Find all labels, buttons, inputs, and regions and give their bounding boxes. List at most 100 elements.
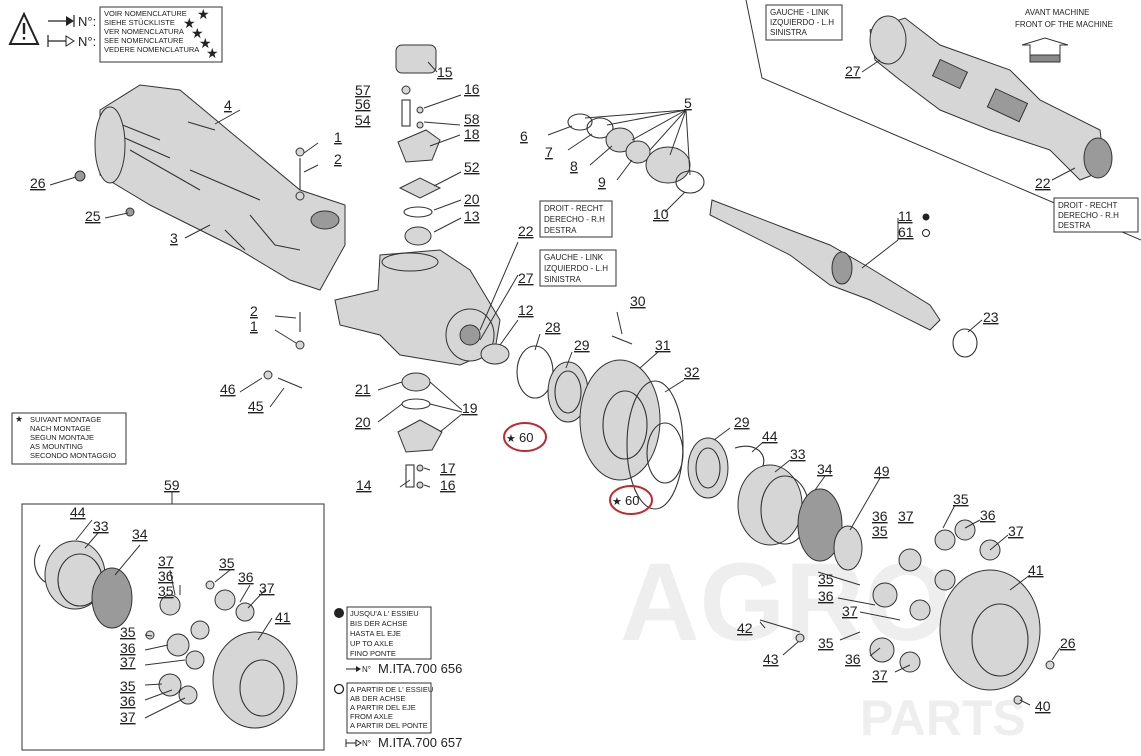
star-icon: ★ bbox=[506, 432, 516, 445]
front-direction-arrow-icon bbox=[1021, 37, 1069, 63]
callout-35: 35 bbox=[120, 624, 136, 640]
hub-bearing-row bbox=[480, 335, 863, 571]
callout-26: 26 bbox=[1060, 635, 1076, 651]
callout-31: 31 bbox=[655, 337, 671, 353]
arrow-right-icon bbox=[346, 666, 361, 672]
callout-22: 22 bbox=[518, 223, 534, 239]
callout-27: 27 bbox=[518, 270, 534, 286]
serial-from-box bbox=[346, 682, 432, 734]
svg-text:★: ★ bbox=[199, 36, 212, 52]
callout-1: 1 bbox=[250, 318, 258, 334]
serial-up-to-box bbox=[346, 606, 432, 660]
inset-left-box bbox=[765, 4, 843, 41]
callout-44: 44 bbox=[762, 428, 778, 444]
callout-42: 42 bbox=[737, 620, 753, 636]
callout-35: 35 bbox=[158, 583, 174, 599]
right-side-line-2: DERECHO - R.H bbox=[544, 215, 605, 224]
callout-46: 46 bbox=[220, 381, 236, 397]
callout-40: 40 bbox=[1035, 698, 1051, 714]
callout-13: 13 bbox=[464, 208, 480, 224]
callout-34: 34 bbox=[817, 461, 833, 477]
serial-up-to-line-1: JUSQU'A L' ESSIEU bbox=[350, 609, 419, 618]
callout-23: 23 bbox=[983, 309, 999, 325]
star-legend-box bbox=[11, 412, 127, 465]
steering-knuckle bbox=[334, 249, 501, 366]
callout-9: 9 bbox=[598, 174, 606, 190]
filled-dot-icon bbox=[922, 213, 930, 221]
star-legend: ★ SUIVANT MONTAGE NACH MONTAGE SEGUN MON… bbox=[11, 412, 127, 465]
callout-35: 35 bbox=[818, 571, 834, 587]
callout-37: 37 bbox=[1008, 523, 1024, 539]
inset-right-line-3: DESTRA bbox=[1058, 221, 1091, 230]
callout-17: 17 bbox=[440, 460, 456, 476]
inset-callout-22: 22 bbox=[1035, 175, 1051, 191]
detail-box: 59 bbox=[21, 477, 325, 751]
right-side-line-3: DESTRA bbox=[544, 226, 577, 235]
callout-33: 33 bbox=[790, 446, 806, 462]
header-arrow-label-2: N°: bbox=[78, 34, 96, 49]
filled-dot-icon bbox=[334, 608, 344, 618]
header-line-3: VER NOMENCLATURA bbox=[104, 27, 184, 36]
side-label-boxes: DROIT - RECHT DERECHO - R.H DESTRA GAUCH… bbox=[539, 200, 617, 287]
callout-36: 36 bbox=[980, 507, 996, 523]
callout-8: 8 bbox=[570, 158, 578, 174]
inset-left-line-2: IZQUIERDO - L.H bbox=[770, 18, 834, 27]
callout-37: 37 bbox=[158, 553, 174, 569]
callout-34: 34 bbox=[132, 526, 148, 542]
callout-2: 2 bbox=[334, 151, 342, 167]
callout-16: 16 bbox=[440, 477, 456, 493]
star-legend-line-4: AS MOUNTING bbox=[30, 442, 83, 451]
callout-37: 37 bbox=[120, 709, 136, 725]
callout-36: 36 bbox=[845, 651, 861, 667]
left-side-line-2: IZQUIERDO - L.H bbox=[544, 264, 608, 273]
star-legend-line-1: SUIVANT MONTAGE bbox=[30, 415, 101, 424]
star-icon: ★ bbox=[612, 495, 622, 508]
callout-56: 56 bbox=[355, 96, 371, 112]
callout-16: 16 bbox=[464, 81, 480, 97]
svg-text:★: ★ bbox=[206, 46, 219, 62]
callout-35: 35 bbox=[953, 491, 969, 507]
callout-33: 33 bbox=[93, 518, 109, 534]
left-side-box bbox=[539, 249, 617, 287]
callout-49: 49 bbox=[874, 463, 890, 479]
callout-36: 36 bbox=[818, 588, 834, 604]
hollow-dot-icon bbox=[922, 229, 930, 237]
callout-numbers: 4122625321464515575654165818522013222712… bbox=[30, 64, 1076, 725]
callout-30: 30 bbox=[630, 293, 646, 309]
arrow-from-icon bbox=[345, 739, 362, 747]
drive-shaft bbox=[567, 113, 978, 358]
callout-36: 36 bbox=[158, 568, 174, 584]
serial-from-line-5: A PARTIR DEL PONTE bbox=[350, 721, 428, 730]
highlight-label-lower: 60 bbox=[625, 493, 639, 508]
header-line-2: SIEHE STÜCKLISTE bbox=[104, 18, 175, 27]
star-legend-line-3: SEGUN MONTAJE bbox=[30, 433, 94, 442]
kingpin-bottom-stack bbox=[397, 372, 443, 489]
callout-18: 18 bbox=[464, 126, 480, 142]
highlight-circle bbox=[609, 485, 653, 515]
serial-up-to-ref: M.ITA.700 656 bbox=[378, 661, 462, 676]
callout-36: 36 bbox=[872, 508, 888, 524]
inset-right-box bbox=[1053, 197, 1139, 233]
callout-44: 44 bbox=[70, 504, 86, 520]
nomenclature-header: N°: N°: VOIR NOMENCLATURE SIEHE STÜCKLIS… bbox=[8, 6, 223, 63]
callout-7: 7 bbox=[545, 144, 553, 160]
callout-4: 4 bbox=[224, 97, 232, 113]
serial-up-to-note: JUSQU'A L' ESSIEU BIS DER ACHSE HASTA EL… bbox=[334, 606, 462, 676]
small-parts-left bbox=[74, 121, 305, 389]
axle-housing bbox=[94, 84, 346, 291]
highlight-60-upper: ★ 60 bbox=[503, 422, 547, 452]
svg-text:★: ★ bbox=[183, 16, 196, 32]
callout-15: 15 bbox=[437, 64, 453, 80]
callout-37: 37 bbox=[259, 580, 275, 596]
callout-2: 2 bbox=[250, 303, 258, 319]
callout-32: 32 bbox=[684, 364, 700, 380]
callout-28: 28 bbox=[545, 319, 561, 335]
callout-37: 37 bbox=[842, 603, 858, 619]
callout-37: 37 bbox=[120, 654, 136, 670]
inset-callout-27: 27 bbox=[845, 63, 861, 79]
inset-front-line-1: AVANT MACHINE bbox=[1025, 8, 1089, 17]
callout-52: 52 bbox=[464, 159, 480, 175]
callout-3: 3 bbox=[170, 230, 178, 246]
left-side-line-1: GAUCHE - LINK bbox=[544, 253, 604, 262]
callout-10: 10 bbox=[653, 206, 669, 222]
